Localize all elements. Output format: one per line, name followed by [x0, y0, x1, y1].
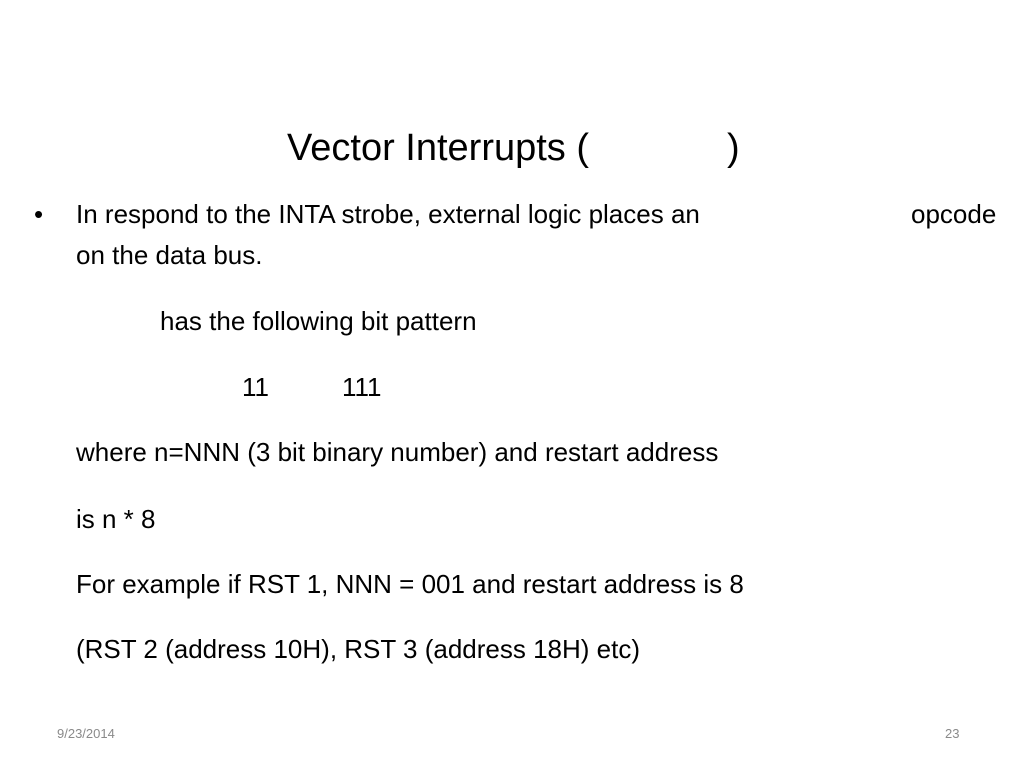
where-line: where n=NNN (3 bit binary number) and re… — [76, 437, 719, 467]
bullet-line-1-opcode: opcode — [911, 199, 997, 229]
rst-examples-line: (RST 2 (address 10H), RST 3 (address 18H… — [76, 634, 641, 664]
slide-title-close-paren: ) — [727, 127, 740, 169]
bullet-dot: • — [34, 199, 44, 229]
bit-pattern-high: 11 — [242, 372, 269, 402]
slide-title: Vector Interrupts ( ) — [0, 122, 1024, 174]
footer-page-number: 23 — [945, 726, 960, 741]
bit-pattern-low: 111 — [342, 372, 382, 402]
example-line: For example if RST 1, NNN = 001 and rest… — [76, 569, 744, 599]
bullet-line-2: on the data bus. — [76, 240, 263, 270]
footer-date: 9/23/2014 — [57, 726, 115, 741]
bullet-line-1: In respond to the INTA strobe, external … — [76, 199, 700, 229]
slide-title-text: Vector Interrupts ( — [287, 127, 590, 169]
pattern-intro: has the following bit pattern — [160, 306, 477, 336]
address-formula-line: is n * 8 — [76, 504, 156, 534]
